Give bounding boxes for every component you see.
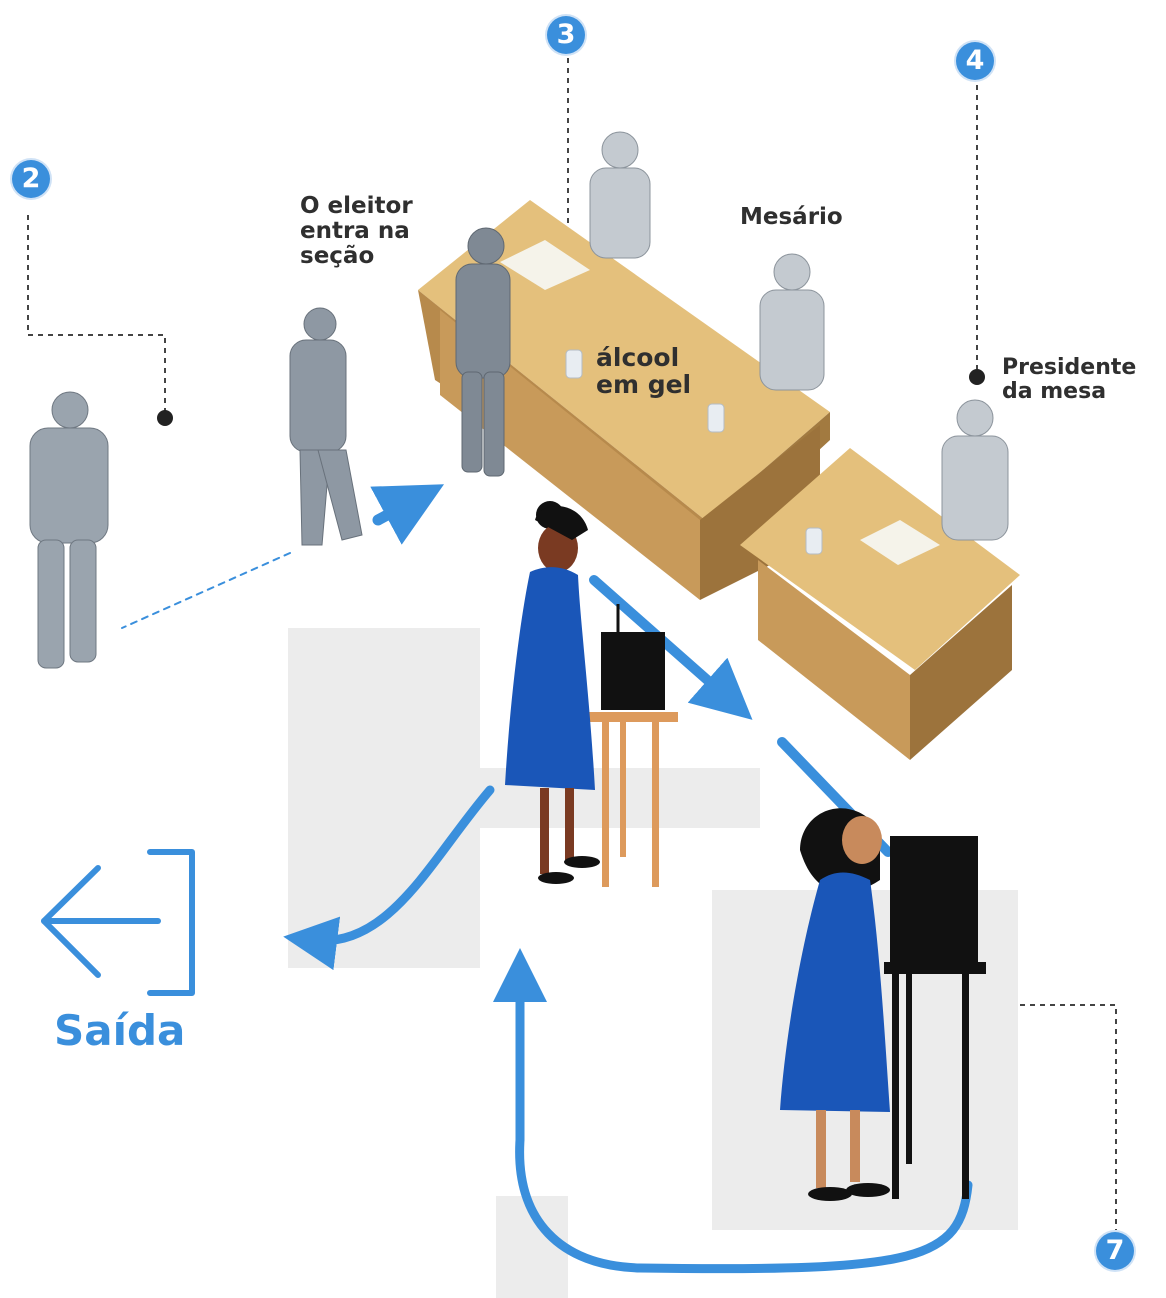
sanitizer-label: álcool em gel	[596, 344, 691, 398]
leader-line-2	[28, 215, 165, 415]
step-badge-3: 3	[547, 16, 585, 54]
flow-arrow-icon	[378, 500, 415, 520]
exit-icon	[44, 852, 192, 993]
flow-arrow-icon	[122, 553, 290, 628]
voter-enters-label: O eleitor entra na seção	[300, 194, 413, 268]
president-label: Presidente da mesa	[1002, 356, 1136, 404]
poll-worker-label: Mesário	[740, 205, 843, 230]
entering-voter-figure	[290, 308, 362, 545]
step-badge-4: 4	[956, 42, 994, 80]
step-badge-2: 2	[12, 160, 50, 198]
leader-line-7	[1020, 1005, 1116, 1230]
exit-label: Saída	[54, 1006, 185, 1055]
waiting-voter-figure	[30, 392, 108, 668]
step-badge-7: 7	[1096, 1232, 1134, 1270]
